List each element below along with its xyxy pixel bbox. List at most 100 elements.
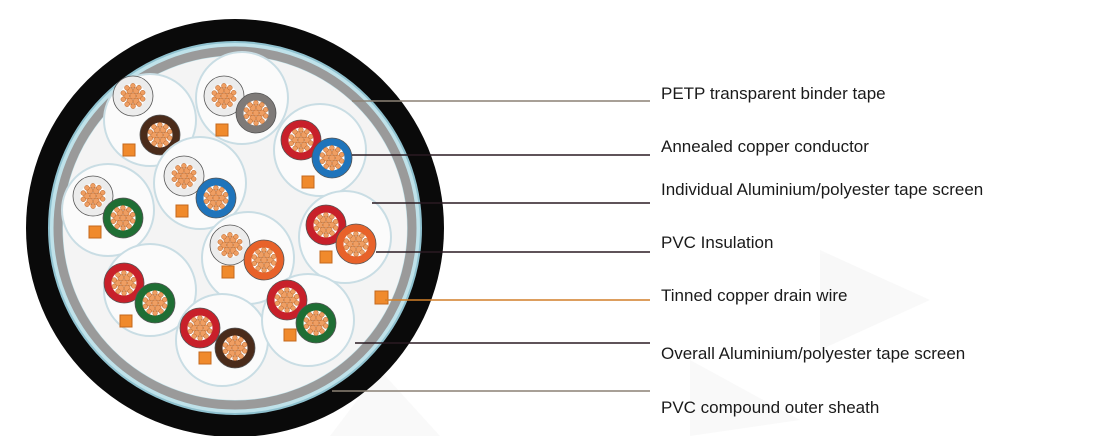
conductor-a — [179, 307, 221, 349]
copper-strand — [313, 219, 319, 225]
binder-tape-edge — [48, 41, 422, 415]
pairs-layer — [61, 51, 392, 387]
overall-drain-wire — [374, 290, 389, 305]
copper-strand — [213, 205, 219, 211]
copper-strand — [313, 330, 319, 336]
conductor-b — [295, 302, 337, 344]
cable-cross-section — [26, 19, 444, 436]
copper-strand — [222, 348, 228, 354]
conductor-a — [112, 75, 154, 117]
copper-strand — [339, 158, 345, 164]
copper-strand — [227, 232, 233, 238]
conductor-b — [311, 137, 353, 179]
copper-strand — [323, 163, 329, 169]
copper-strand — [120, 96, 126, 102]
copper-strand — [191, 317, 197, 323]
copper-strand — [180, 172, 188, 180]
copper-strand — [127, 288, 133, 294]
copper-strand — [278, 305, 284, 311]
copper-strand — [267, 265, 273, 271]
copper-strand — [231, 90, 237, 96]
copper-strand — [292, 129, 298, 135]
copper-strand — [146, 308, 152, 314]
copper-strand — [274, 294, 280, 300]
copper-strand — [231, 344, 239, 352]
overall-screen — [53, 46, 417, 410]
copper-strand — [329, 145, 335, 151]
copper-strand — [298, 127, 304, 133]
copper-strand — [130, 212, 136, 218]
copper-strand — [363, 244, 369, 250]
copper-strand — [313, 310, 319, 316]
copper-strand — [197, 315, 203, 321]
copper-strand — [328, 154, 336, 162]
copper-strand — [304, 129, 310, 135]
label-overall-screen: Overall Aluminium/polyester tape screen — [661, 344, 966, 363]
copper-strand — [359, 233, 365, 239]
copper-strand — [227, 101, 233, 107]
copper-strand — [339, 152, 345, 158]
copper-strand — [217, 239, 223, 245]
copper-strand — [322, 221, 330, 229]
copper-strand — [274, 300, 280, 306]
copper-strand — [175, 165, 181, 171]
copper-strand — [233, 234, 239, 240]
copper-strand — [120, 205, 126, 211]
copper-strand — [203, 192, 209, 198]
copper-strand — [243, 113, 249, 119]
copper-strand — [221, 234, 227, 240]
copper-strand — [255, 265, 261, 271]
copper-strand — [323, 212, 329, 218]
copper-strand — [329, 230, 335, 236]
copper-strand — [100, 196, 106, 202]
copper-strand — [130, 83, 136, 89]
copper-strand — [297, 136, 305, 144]
copper-strand — [146, 292, 152, 298]
copper-strand — [220, 92, 228, 100]
copper-strand — [253, 100, 259, 106]
copper-strand — [307, 328, 313, 334]
copper-strand — [352, 240, 360, 248]
label-drain-wire: Tinned copper drain wire — [661, 286, 848, 305]
copper-strand — [329, 214, 335, 220]
copper-strand — [333, 225, 339, 231]
watermark — [330, 250, 930, 436]
copper-strand — [242, 342, 248, 348]
copper-strand — [151, 124, 157, 130]
copper-strand — [363, 238, 369, 244]
conductor-b — [335, 223, 377, 265]
copper-strand — [171, 170, 177, 176]
copper-strand — [319, 312, 325, 318]
copper-strand — [335, 163, 341, 169]
copper-strand — [136, 85, 142, 91]
copper-strand — [243, 107, 249, 113]
copper-strand — [313, 225, 319, 231]
copper-strand — [211, 90, 217, 96]
copper-strand — [232, 355, 238, 361]
copper-strand — [219, 203, 225, 209]
copper-strand — [130, 218, 136, 224]
copper-strand — [187, 181, 193, 187]
copper-strand — [140, 90, 146, 96]
copper-strand — [261, 247, 267, 253]
copper-strand — [231, 96, 237, 102]
copper-strand — [126, 223, 132, 229]
copper-strand — [343, 244, 349, 250]
copper-strand — [259, 102, 265, 108]
copper-strand — [114, 207, 120, 213]
copper-strand — [347, 233, 353, 239]
copper-strand — [96, 185, 102, 191]
copper-strand — [323, 232, 329, 238]
copper-strand — [211, 96, 217, 102]
copper-strand — [127, 272, 133, 278]
copper-strand — [111, 283, 117, 289]
copper-strand — [298, 147, 304, 153]
copper-strand — [290, 305, 296, 311]
copper-strand — [126, 207, 132, 213]
copper-strand — [121, 270, 127, 276]
copper-strand — [90, 203, 96, 209]
copper-strand — [111, 277, 117, 283]
copper-strand — [207, 328, 213, 334]
pair-drain-wire — [88, 225, 102, 239]
